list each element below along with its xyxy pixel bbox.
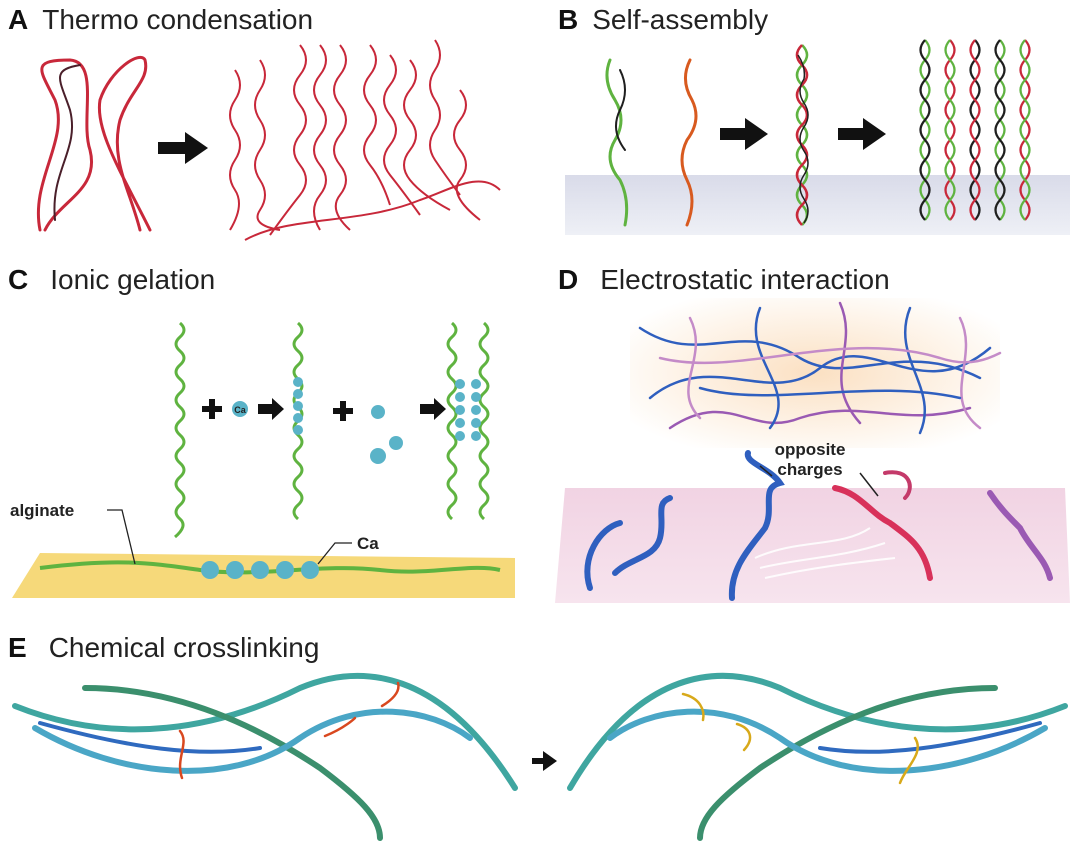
- peptide-strand: [615, 69, 626, 151]
- charges-label-line2: charges: [777, 460, 842, 479]
- positive-polymer: [832, 485, 933, 581]
- panel-a-illustration: [37, 39, 501, 241]
- polymer-fiber: [82, 685, 383, 841]
- panel-c-heading: C Ionic gelation: [8, 264, 215, 296]
- panel-b-illustration: [565, 39, 1070, 235]
- peptide-strand: [605, 58, 629, 227]
- condensed-strand: [333, 44, 351, 231]
- panel-a-letter: A: [8, 4, 29, 35]
- arrow-icon: [532, 751, 557, 771]
- positive-polymer: [987, 490, 1053, 581]
- arrow-icon: [258, 398, 284, 420]
- polymer-fiber: [38, 721, 262, 754]
- alginate-chain: [174, 321, 186, 539]
- chain-ions: [201, 561, 319, 579]
- panel-d: D Electrostatic interaction: [540, 258, 1080, 603]
- ca-label: Ca: [357, 534, 379, 553]
- panel-e-title: Chemical crosslinking: [48, 632, 320, 663]
- panel-a: A Thermo condensation: [0, 0, 540, 245]
- arrow-icon: [420, 398, 446, 420]
- condensed-strand: [313, 44, 327, 231]
- panel-e-letter: E: [8, 632, 27, 663]
- polymer-fiber: [607, 708, 1048, 774]
- panel-e-heading: E Chemical crosslinking: [8, 632, 319, 664]
- panel-e-illustration: [12, 672, 1068, 841]
- calcium-ion-label: Ca: [234, 405, 246, 415]
- panel-c-title: Ionic gelation: [50, 264, 216, 295]
- panel-d-illustration: opposite charges: [555, 298, 1070, 603]
- alginate-chain: [478, 321, 490, 521]
- substrate-plate: [565, 175, 1070, 235]
- condensed-strand: [429, 39, 461, 196]
- charges-pointer-line: [759, 465, 773, 477]
- loose-strand: [37, 58, 94, 232]
- positive-polymer: [883, 470, 912, 500]
- panel-c-letter: C: [8, 264, 29, 295]
- panel-b-letter: B: [558, 4, 579, 35]
- crosslink: [898, 736, 919, 785]
- panel-d-title: Electrostatic interaction: [600, 264, 890, 295]
- polymer-fiber: [32, 708, 473, 774]
- panel-a-heading: A Thermo condensation: [8, 4, 313, 36]
- crosslink: [681, 692, 705, 722]
- peptide-strand: [680, 58, 698, 227]
- condensed-strand: [403, 59, 451, 211]
- calcium-ion: [232, 401, 248, 417]
- negative-polymer: [612, 495, 673, 576]
- alginate-leader-line: [107, 509, 136, 565]
- free-ions: [370, 405, 403, 464]
- polymer-fiber: [567, 672, 1068, 791]
- panel-a-title: Thermo condensation: [42, 4, 314, 35]
- charges-pointer-line: [859, 472, 879, 497]
- condensed-strand: [229, 69, 241, 231]
- condensed-strand: [383, 54, 421, 216]
- panel-d-letter: D: [558, 264, 579, 295]
- arrow-icon: [720, 118, 768, 150]
- panel-d-heading: D Electrostatic interaction: [558, 264, 890, 296]
- panel-c-illustration: Ca: [10, 321, 515, 598]
- fiber-bundle: [919, 39, 1031, 221]
- alginate-chain: [446, 321, 458, 521]
- egg-box-ions: [455, 379, 481, 441]
- attraction-lines: [754, 527, 896, 579]
- polymer-fiber: [12, 672, 518, 791]
- polymer-network: [638, 301, 1002, 435]
- negative-polymer: [584, 520, 623, 591]
- panel-b-title: Self-assembly: [592, 4, 769, 35]
- panel-c: C Ionic gelation Ca: [0, 258, 540, 603]
- helix-strand: [795, 44, 809, 226]
- panel-e: E Chemical crosslinking: [0, 628, 1080, 841]
- condensed-strand: [269, 44, 307, 236]
- helix-strand: [795, 44, 809, 226]
- crosslink: [735, 722, 752, 752]
- alginate-label: alginate: [10, 501, 74, 520]
- charges-label-line1: opposite: [775, 440, 846, 459]
- panel-b: B Self-assembly: [540, 0, 1080, 245]
- crosslink: [380, 681, 400, 708]
- ca-leader-line: [317, 542, 352, 565]
- condensed-strand: [363, 44, 391, 206]
- plus-icon: [333, 401, 353, 421]
- condensed-strand: [244, 180, 501, 241]
- panel-b-heading: B Self-assembly: [558, 4, 768, 36]
- polymer-fiber: [697, 685, 998, 841]
- bound-ions: [293, 377, 303, 435]
- loose-strand: [53, 64, 81, 221]
- condensed-strand: [254, 59, 281, 231]
- helix-strand: [797, 54, 809, 224]
- crosslink: [178, 729, 185, 780]
- loose-strand: [97, 56, 152, 232]
- crosslink: [323, 716, 357, 738]
- arrow-icon: [158, 132, 208, 164]
- arrow-icon: [838, 118, 886, 150]
- plus-icon: [202, 399, 222, 419]
- condensed-strand: [453, 89, 481, 221]
- substrate-plate: [555, 488, 1070, 603]
